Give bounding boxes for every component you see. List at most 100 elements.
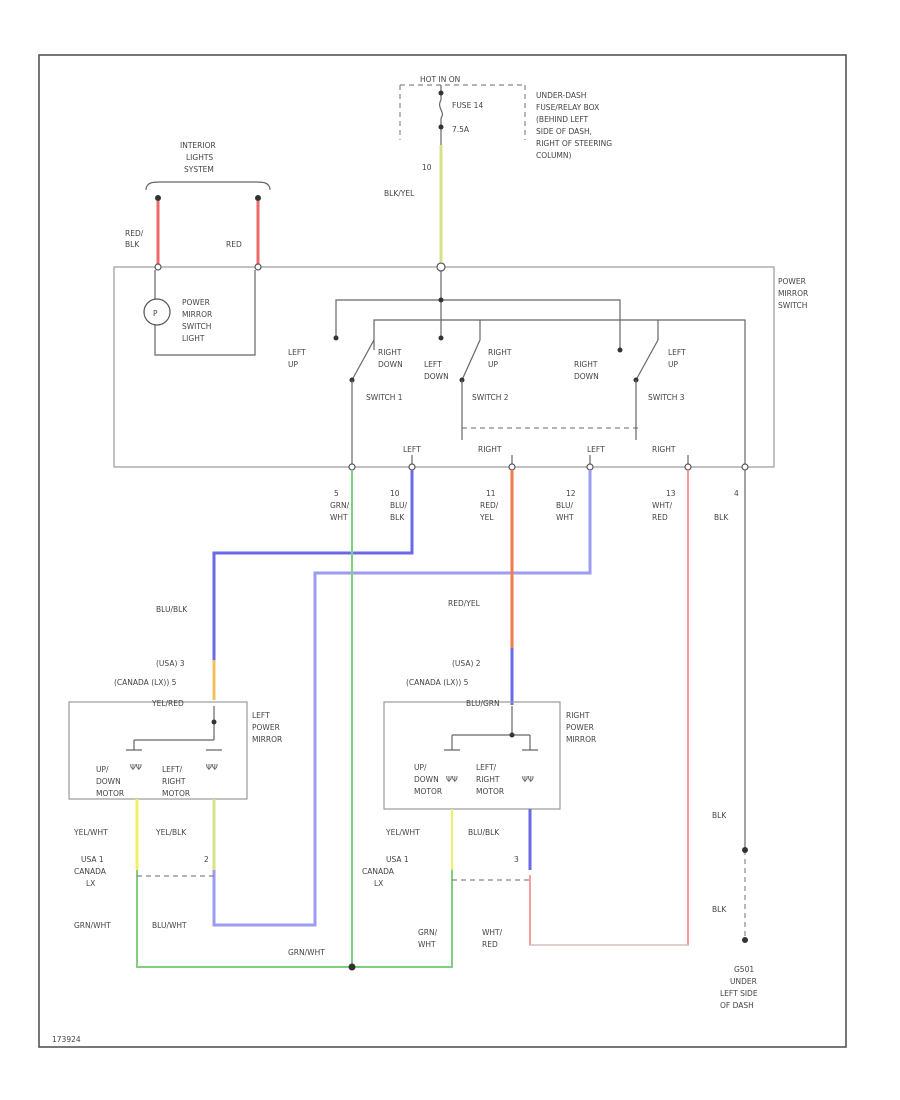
fuse-location-2: (BEHIND LEFT	[536, 115, 589, 124]
right-motor2-icon: ΨΨ	[522, 775, 534, 784]
switch-terminal-top-3	[436, 262, 446, 272]
switch2-contact-1-1: UP	[488, 360, 498, 369]
switch-light-label-2: SWITCH	[182, 322, 211, 331]
ground-label-3: OF DASH	[720, 1001, 754, 1010]
pin-12-color-0: BLU/	[556, 501, 573, 510]
figure-id: 173924	[52, 1035, 81, 1044]
left-lower-bottom-right: BLU/WHT	[152, 921, 187, 930]
fuse-location-4: RIGHT OF STEERING	[536, 139, 612, 148]
output-pin-labels: 5 GRN/ WHT 10 BLU/ BLK 11 RED/ YEL 12 BL…	[330, 489, 739, 522]
right-motor1-icon: ΨΨ	[446, 775, 458, 784]
switch-light-symbol: P	[153, 309, 158, 318]
left-power-mirror: BLU/BLK (USA) 3 (CANADA (LX)) 5 YEL/RED …	[68, 605, 282, 800]
ground-terminal	[742, 937, 748, 943]
right-lower-pin2: 3	[514, 855, 519, 864]
wire-red-blk-label-0: RED/	[125, 229, 144, 238]
fuse-location-5: COLUMN)	[536, 151, 572, 160]
pin-4-color-0: BLK	[714, 513, 729, 522]
right-mirror-title-0: RIGHT	[566, 711, 590, 720]
pin-13-number: 13	[666, 489, 676, 498]
power-mirror-switch: POWER MIRROR SWITCH P POWER MIRROR SWITC…	[113, 262, 808, 471]
left-lower-connector: YEL/WHT YEL/BLK USA 1 CANADA LX 2 GRN/WH…	[73, 828, 214, 930]
pin-5-color-1: WHT	[330, 513, 348, 522]
ground-g501: BLK BLK G501 UNDER LEFT SIDE OF DASH	[712, 811, 758, 1010]
switch-pin-10	[408, 463, 416, 471]
switch-pin-12	[586, 463, 594, 471]
fuse-terminal-bottom	[438, 124, 444, 130]
switch1-contact-0-0: LEFT	[288, 348, 306, 357]
mirror-switch-title-0: POWER	[778, 277, 806, 286]
switch-light-label-3: LIGHT	[182, 334, 205, 343]
right-motor2-label-0: LEFT/	[476, 763, 497, 772]
right-lower-wire2: BLU/BLK	[468, 828, 500, 837]
switch1-name: SWITCH 1	[366, 393, 403, 402]
switch3-contact-0-0: RIGHT	[574, 360, 598, 369]
switch-bus-upper	[335, 271, 621, 350]
wire-wht-red-13	[529, 470, 689, 946]
right-lower-wire1: YEL/WHT	[385, 828, 420, 837]
left-mirror-wire-label: BLU/BLK	[156, 605, 188, 614]
left-motor2-label-1: RIGHT	[162, 777, 186, 786]
switch3-contact-1-1: UP	[668, 360, 678, 369]
switch2-contact-0-0: LEFT	[424, 360, 442, 369]
ground-label-1: UNDER	[730, 977, 757, 986]
pin-11-number: 11	[486, 489, 496, 498]
switch-terminal-top-1	[154, 263, 162, 271]
fuse-block: HOT IN ON FUSE 14 7.5A UNDER-DASH FUSE/R…	[399, 75, 612, 160]
ground-wire2-label: BLK	[712, 905, 727, 914]
mirror-switch-title-1: MIRROR	[778, 289, 808, 298]
right-lower-connector: YEL/WHT BLU/BLK USA 1 CANADA LX 3 GRN/ W…	[362, 828, 530, 949]
splice-grn-wht	[348, 963, 356, 971]
pin-5-color-0: GRN/	[330, 501, 350, 510]
right-motor1-label-2: MOTOR	[414, 787, 442, 796]
ground-splice-1	[742, 847, 748, 853]
right-motor1-label-0: UP/	[414, 763, 427, 772]
right-lower-bottom-left-0: GRN/	[418, 928, 438, 937]
left-lower-bottom-left: GRN/WHT	[74, 921, 111, 930]
right-mirror-internal	[444, 706, 538, 751]
switch3-contact-left	[617, 347, 623, 353]
pin-4-number: 4	[734, 489, 739, 498]
switch2-contact-0-1: DOWN	[424, 372, 449, 381]
wire-blu-wht-12	[212, 470, 592, 927]
left-mirror-title-0: LEFT	[252, 711, 270, 720]
wire-red-label: RED	[226, 240, 242, 249]
left-motor2-label-2: MOTOR	[162, 789, 190, 798]
fuse-hot-label: HOT IN ON	[420, 75, 460, 84]
left-lower-pin-canada-0: CANADA	[74, 867, 107, 876]
right-motor2-label-1: RIGHT	[476, 775, 500, 784]
right-mirror-junction	[509, 732, 515, 738]
selector-stems	[461, 418, 637, 440]
feed-color-label: BLK/YEL	[384, 189, 415, 198]
switch2-blade	[461, 339, 481, 381]
pin-10-number: 10	[390, 489, 400, 498]
left-mirror-pin-canada: (CANADA (LX)) 5	[114, 678, 177, 687]
switch3-blade	[635, 339, 659, 381]
interior-lights-terminal-left	[155, 195, 161, 201]
selector-label-0: LEFT	[403, 445, 421, 454]
left-mirror-connector-color: YEL/RED	[151, 699, 184, 708]
fuse-label: FUSE 14	[452, 101, 483, 110]
fuse-location-0: UNDER-DASH	[536, 91, 586, 100]
left-mirror-internal	[126, 706, 222, 751]
ground-label-2: LEFT SIDE	[720, 989, 758, 998]
switch1-contact-0-1: UP	[288, 360, 298, 369]
pin-10-color-1: BLK	[390, 513, 405, 522]
pin-13-color-1: RED	[652, 513, 668, 522]
interior-lights-title-1: LIGHTS	[186, 153, 213, 162]
right-mirror-pin-usa: (USA) 2	[452, 659, 481, 668]
right-lower-pin-usa: USA 1	[386, 855, 409, 864]
left-mirror-title-2: MIRROR	[252, 735, 282, 744]
left-motor1-label-1: DOWN	[96, 777, 121, 786]
switch3-contact-0-1: DOWN	[574, 372, 599, 381]
interior-lights-system: INTERIOR LIGHTS SYSTEM RED/ BLK RED	[125, 141, 271, 266]
right-motor1-label-1: DOWN	[414, 775, 439, 784]
fuse-amp-label: 7.5A	[452, 125, 470, 134]
switch-pin-11	[508, 463, 516, 471]
switch-pin-4	[741, 463, 749, 471]
left-motor1-label-0: UP/	[96, 765, 109, 774]
fuse-location-3: SIDE OF DASH,	[536, 127, 592, 136]
selector-label-2: LEFT	[587, 445, 605, 454]
interior-lights-bracket	[145, 181, 271, 191]
switch-bus-lower	[373, 319, 746, 467]
